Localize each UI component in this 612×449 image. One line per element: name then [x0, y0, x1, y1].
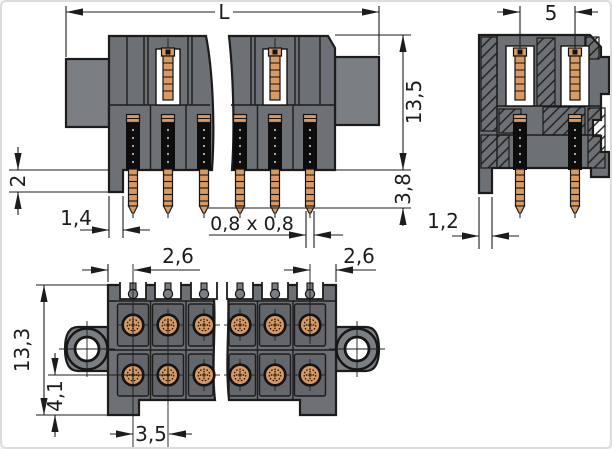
- dim-label-pin-pitch: 3,5: [135, 422, 167, 446]
- solder-pin: [567, 113, 583, 219]
- dim-label-row-to-edge: 4,1: [43, 380, 67, 412]
- dim-label-edge-to-pin-right: 2,6: [343, 244, 375, 268]
- extension-lines: [9, 6, 576, 447]
- view-side-elevation: [64, 34, 381, 219]
- dim-label-pin-length: 3,8: [391, 173, 415, 205]
- dim-label-foot-width: 1,4: [60, 206, 92, 230]
- section-hatching: [480, 36, 606, 169]
- side-right-flange: [333, 55, 381, 127]
- view-bottom: [57, 280, 387, 417]
- dim-label-row-spacing: 5: [545, 2, 558, 25]
- side-left-flange: [64, 57, 111, 129]
- dim-label-pin-cross-section: 0,8 x 0,8: [210, 213, 294, 235]
- dim-label-housing-height: 13,5: [402, 80, 426, 125]
- solder-pin: [512, 113, 528, 219]
- dim-label-wall-width: 1,2: [427, 209, 459, 233]
- side-housing-inner-lines: [109, 36, 335, 170]
- dim-label-edge-to-pin-left: 2,6: [162, 244, 194, 268]
- bottom-grid-lines: [108, 300, 336, 400]
- view-cross-section: [477, 33, 610, 219]
- dimension-annotations: L 13,5 3,8 2 1,4 0,8 x 0,8 5 1,2 2,6 2,6…: [6, 2, 598, 447]
- dim-label-housing-depth: 13,3: [10, 328, 34, 373]
- dim-label-total-length: L: [218, 2, 230, 24]
- dim-label-base-height: 2: [6, 175, 30, 188]
